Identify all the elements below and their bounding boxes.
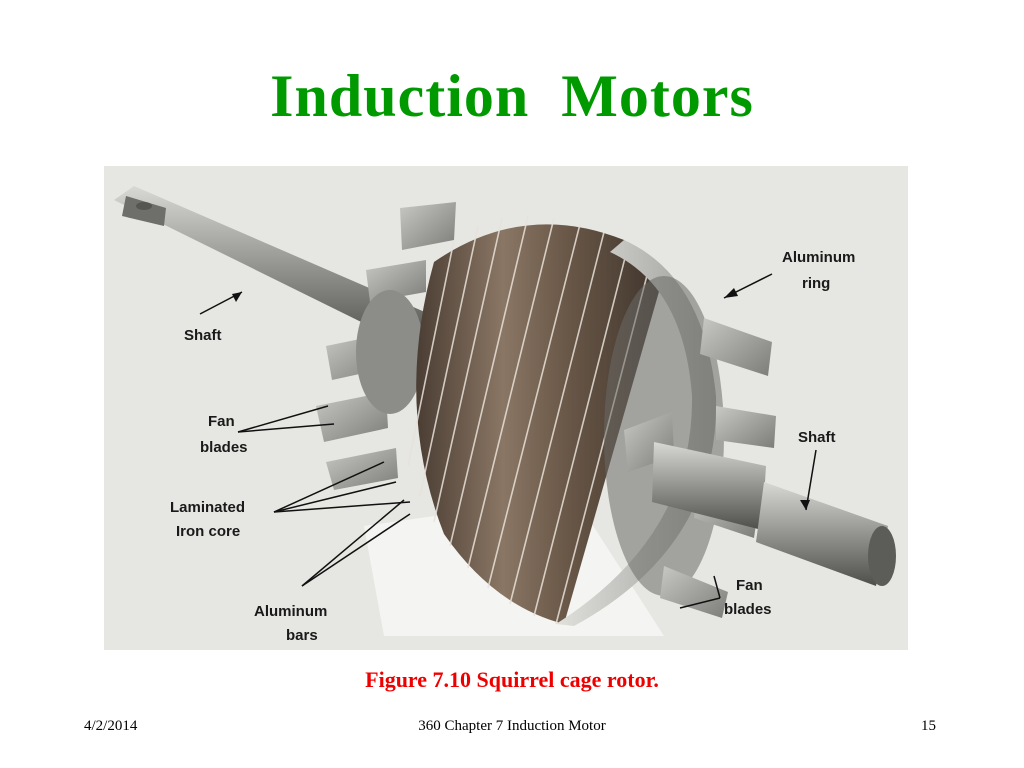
footer-title: 360 Chapter 7 Induction Motor — [418, 718, 606, 734]
label-bars-2: bars — [286, 627, 318, 644]
label-fan-left-2: blades — [200, 439, 248, 456]
footer-date: 4/2/2014 — [84, 718, 138, 734]
label-laminated-1: Laminated — [170, 499, 245, 516]
rotor-photo: Aluminum ring Shaft Fan blades Laminated… — [104, 166, 908, 650]
left-shaft — [114, 186, 434, 348]
label-shaft-left: Shaft — [184, 327, 222, 344]
slide-title: Induction Motors — [270, 63, 754, 129]
label-fan-right-2: blades — [724, 601, 772, 618]
label-aluminum-ring-1: Aluminum — [782, 249, 855, 266]
label-aluminum-ring-2: ring — [802, 275, 830, 292]
left-shaft-collar — [356, 290, 424, 414]
page-number: 15 — [921, 718, 936, 734]
label-fan-left-1: Fan — [208, 413, 235, 430]
arrow-heads — [232, 288, 810, 510]
figure-caption: Figure 7.10 Squirrel cage rotor. — [365, 667, 659, 692]
label-laminated-2: Iron core — [176, 523, 240, 540]
laminated-iron-core — [407, 215, 664, 625]
right-shaft — [652, 442, 896, 586]
label-shaft-right: Shaft — [798, 429, 836, 446]
label-fan-right-1: Fan — [736, 577, 763, 594]
label-bars-1: Aluminum — [254, 603, 327, 620]
